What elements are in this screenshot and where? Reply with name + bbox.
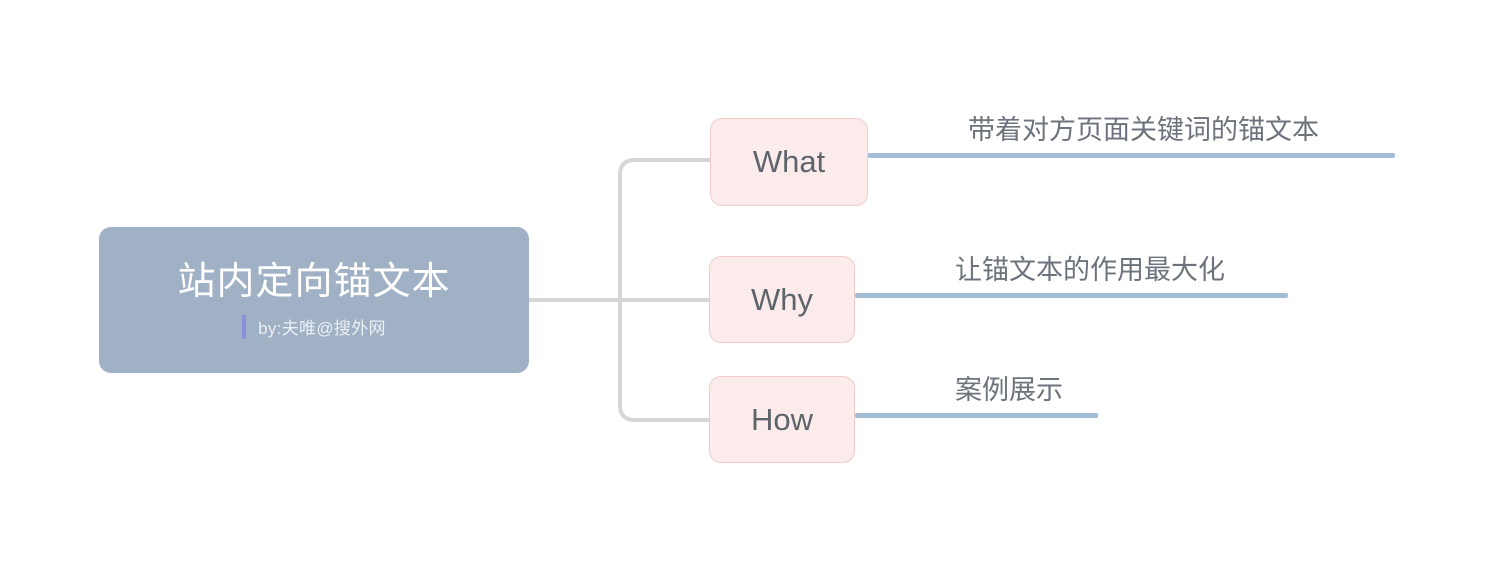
leaf-underline-how: [855, 413, 1098, 418]
leaf-label-how: 案例展示: [955, 375, 1063, 405]
connector-to-what: [618, 158, 712, 302]
leaf-underline-why: [855, 293, 1288, 298]
leaf-item-why[interactable]: 让锚文本的作用最大化: [855, 248, 1288, 298]
root-subtitle: by:夫唯@搜外网: [258, 319, 386, 339]
leaf-label-why: 让锚文本的作用最大化: [955, 255, 1225, 285]
root-node[interactable]: 站内定向锚文本 by:夫唯@搜外网: [99, 227, 529, 373]
branch-node-what[interactable]: What: [710, 118, 868, 206]
leaf-item-what[interactable]: 带着对方页面关键词的锚文本: [868, 108, 1395, 158]
branch-node-how[interactable]: How: [709, 376, 855, 463]
leaf-underline-what: [868, 153, 1395, 158]
leaf-label-what: 带着对方页面关键词的锚文本: [968, 115, 1319, 145]
branch-node-why[interactable]: Why: [709, 256, 855, 343]
root-title: 站内定向锚文本: [177, 260, 451, 303]
leaf-item-how[interactable]: 案例展示: [855, 368, 1098, 418]
root-subtitle-group: by:夫唯@搜外网: [242, 314, 386, 339]
connector-to-how: [618, 298, 711, 422]
accent-bar-icon: [242, 314, 247, 339]
